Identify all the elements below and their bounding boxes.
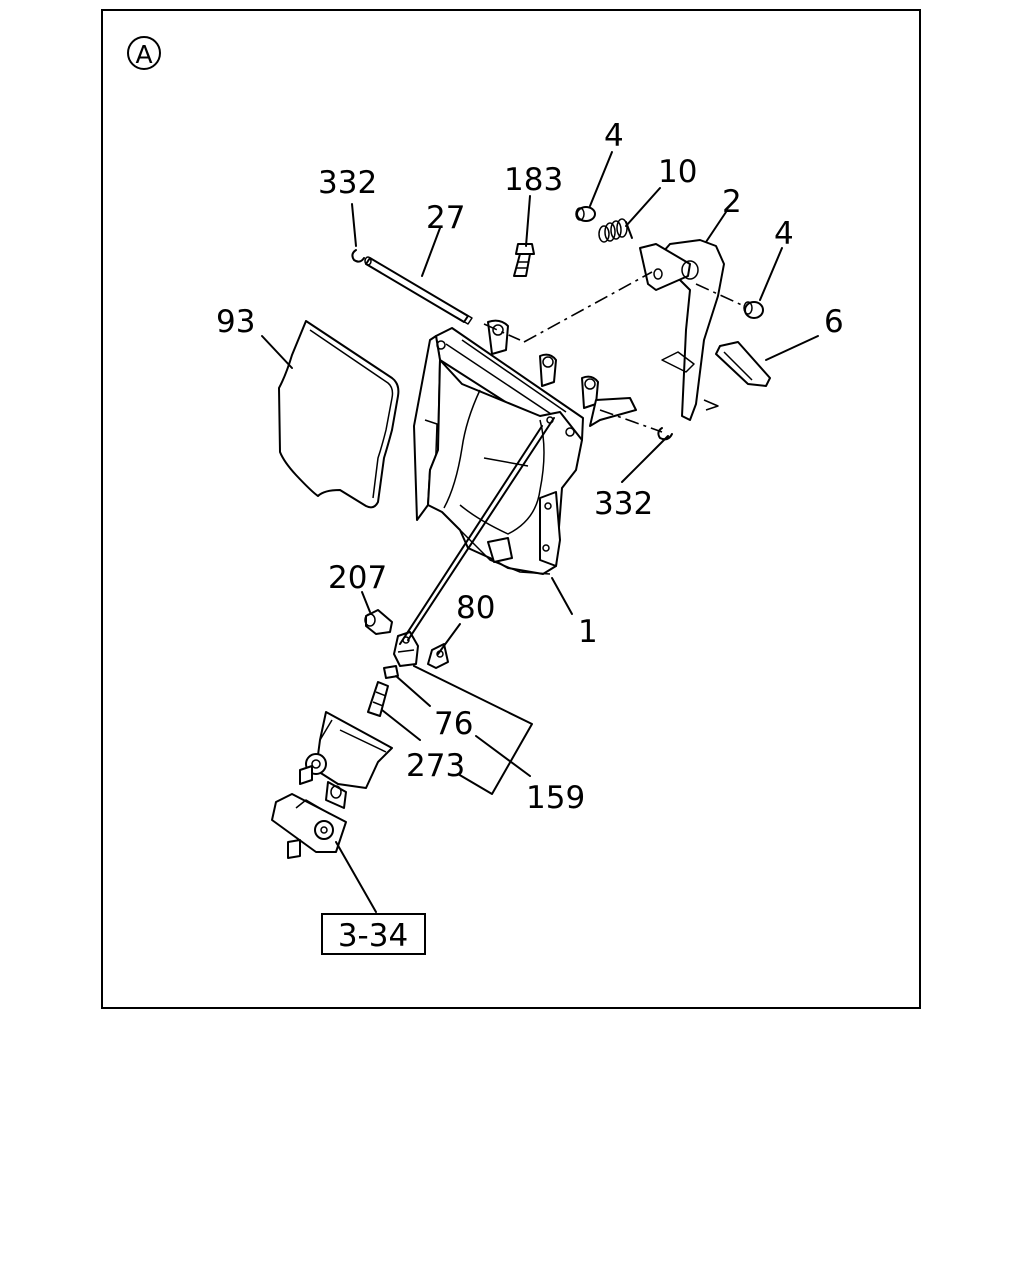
part-93-cover-plate	[278, 320, 400, 509]
leader-lines	[261, 151, 819, 913]
callout-10: 10	[658, 154, 697, 190]
view-marker-label: A	[135, 40, 152, 69]
part-27-pivot-shaft	[364, 256, 473, 325]
part-2-pedal-arm	[639, 239, 725, 421]
callout-4-right: 4	[774, 216, 794, 252]
part-332-clip-top	[351, 249, 365, 263]
part-4-bushing-top	[575, 206, 596, 222]
part-clevis-fork	[393, 631, 419, 667]
part-80-clip	[427, 643, 449, 669]
reference-box: 3-34	[321, 913, 426, 955]
part-183-bolt	[513, 243, 535, 277]
diagram-frame	[101, 9, 921, 1009]
callout-labels: 332 27 183 4 10 2 4 6 93 332 207 80 1 76…	[216, 118, 844, 816]
callout-76: 76	[434, 706, 473, 742]
part-1-pedal-bracket	[413, 319, 637, 575]
part-273-stud	[367, 681, 389, 717]
part-master-cylinder	[271, 711, 393, 859]
part-4-bushing-right	[743, 301, 764, 319]
part-10-return-spring	[598, 218, 633, 243]
callout-4-top: 4	[604, 118, 624, 154]
part-207-stop-switch	[364, 609, 393, 635]
callout-93: 93	[216, 304, 255, 340]
callout-183: 183	[504, 162, 563, 198]
callout-27: 27	[426, 200, 465, 236]
assembly-lines	[399, 271, 745, 645]
callout-1: 1	[578, 614, 598, 650]
part-6-pedal-pad	[715, 341, 771, 387]
part-76-pin	[383, 665, 399, 679]
reference-box-label: 3-34	[338, 918, 408, 954]
callout-6: 6	[824, 304, 844, 340]
callout-273: 273	[406, 748, 465, 784]
callout-332-right: 332	[594, 486, 653, 522]
callout-2: 2	[722, 184, 742, 220]
callout-332-top: 332	[318, 165, 377, 201]
callout-159: 159	[526, 780, 585, 816]
callout-80: 80	[456, 590, 495, 626]
view-marker: A	[127, 36, 161, 70]
callout-207: 207	[328, 560, 387, 596]
